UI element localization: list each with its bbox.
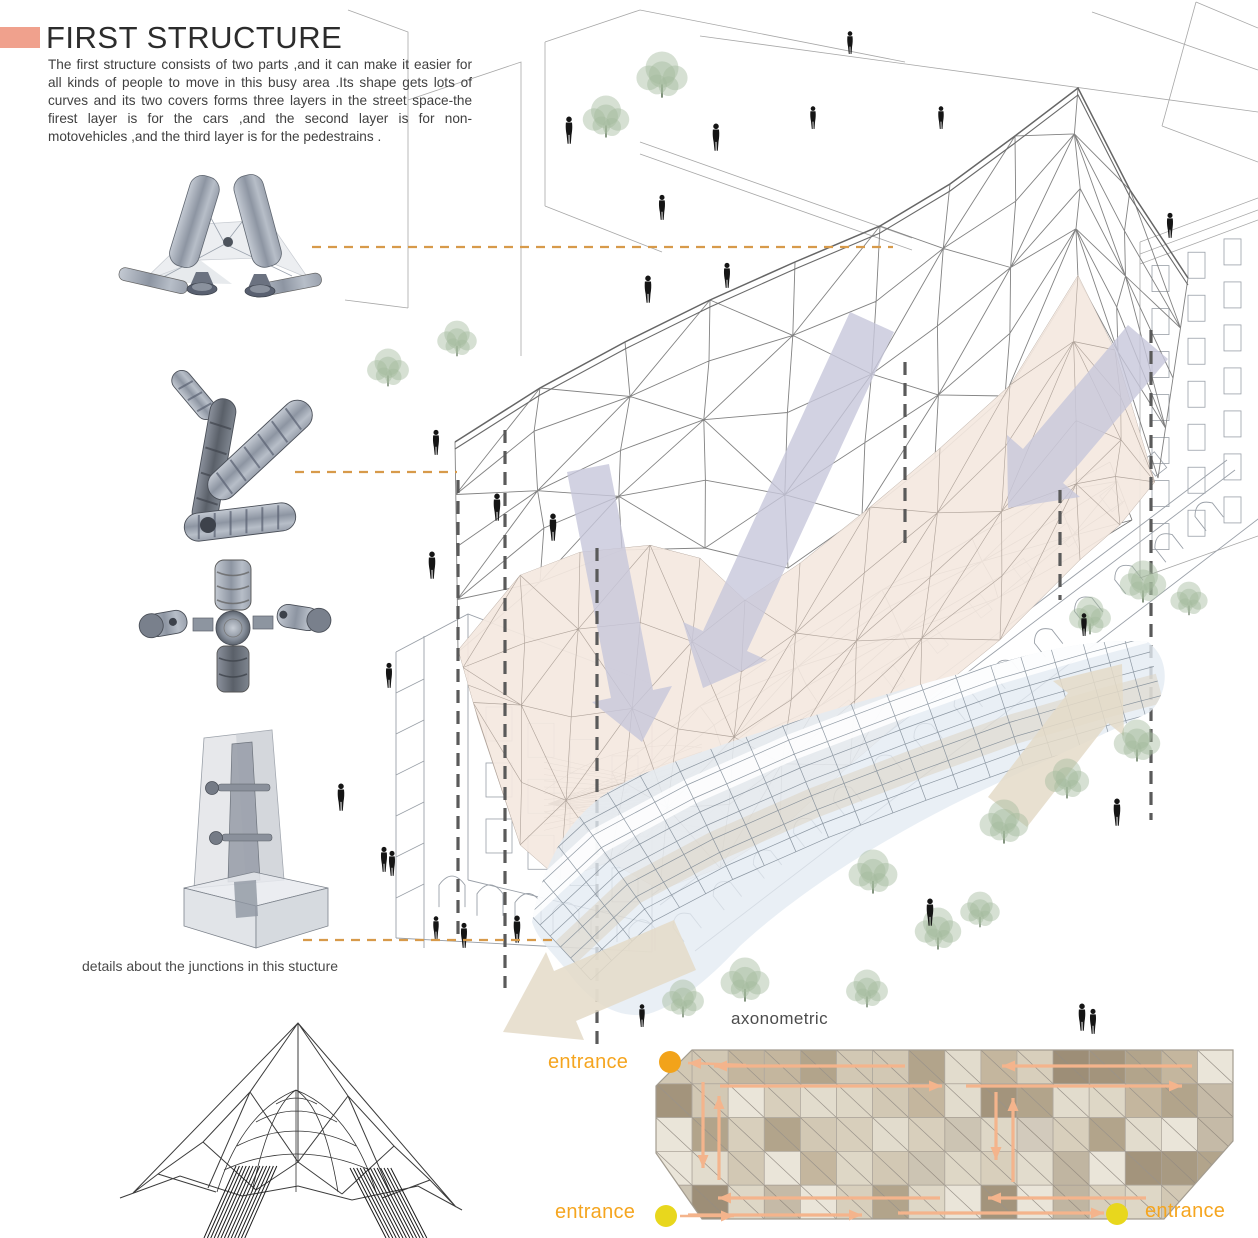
entrance-label-bottom-right: entrance	[1145, 1200, 1226, 1222]
people-silhouettes	[337, 31, 1174, 1034]
entrance-label-top: entrance	[548, 1051, 629, 1073]
page-title: FIRST STRUCTURE	[46, 20, 343, 55]
entrance-label-bottom-left: entrance	[555, 1201, 636, 1223]
pipe-cross-connector-sketch	[138, 559, 332, 693]
detail-leader-lines	[295, 245, 893, 942]
background-buildings	[344, 1, 1258, 579]
title-accent-block	[0, 27, 40, 48]
entrance-dot	[1106, 1203, 1128, 1225]
column-base-plate-sketch	[183, 729, 329, 949]
page-description: The first structure consists of two part…	[48, 57, 472, 144]
section-dashed-lines	[456, 330, 1153, 1047]
entrance-dot	[655, 1205, 677, 1227]
flow-arrows-beige	[503, 664, 1124, 1040]
axonometric-label: axonometric	[731, 1009, 828, 1028]
segmented-tube-bundle-sketch	[171, 369, 313, 542]
peak-wireframe-drawing	[119, 1022, 463, 1238]
junction-details-caption: details about the junctions in this stuc…	[82, 958, 339, 974]
membrane-feet-junction-sketch	[118, 174, 322, 298]
flow-arrows-lavender	[567, 312, 1168, 742]
trees	[367, 51, 1208, 1018]
entrance-dot	[659, 1051, 681, 1073]
circulation-plan	[655, 1049, 1234, 1227]
